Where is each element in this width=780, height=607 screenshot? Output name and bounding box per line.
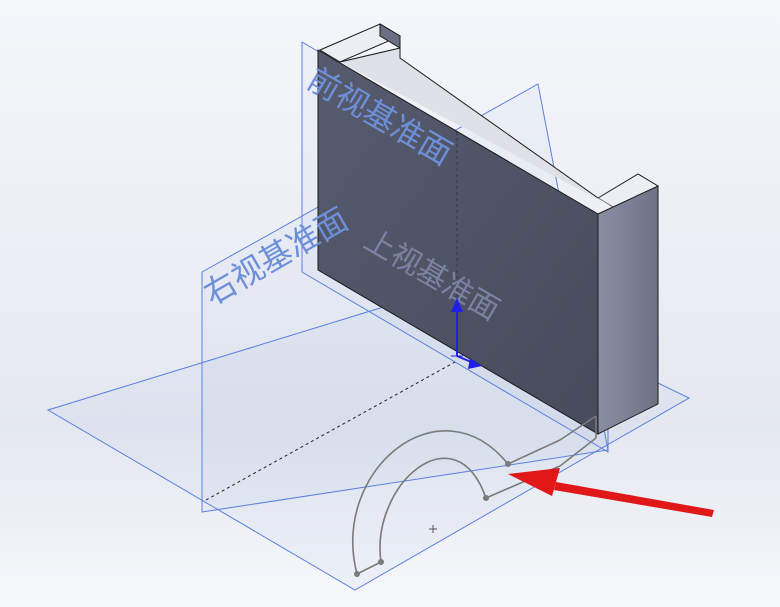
wall-top-edge [339, 47, 599, 199]
origin-icon[interactable] [451, 298, 482, 369]
wall-body[interactable] [317, 23, 659, 435]
wall-flange-left [379, 23, 401, 49]
red-arrow-icon [508, 468, 714, 517]
wall-side-face [597, 185, 659, 435]
wall-flange-top-strip [340, 48, 618, 210]
center-mark-icon [429, 525, 437, 533]
